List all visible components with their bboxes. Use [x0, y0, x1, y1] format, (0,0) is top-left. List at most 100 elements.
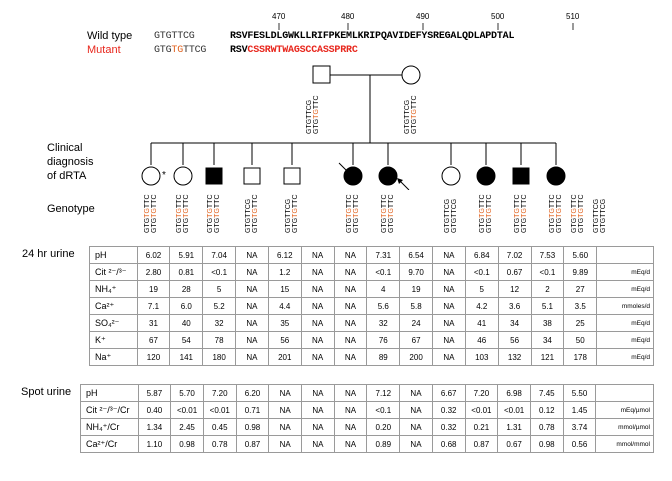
index-asterisk: * [162, 170, 166, 181]
table-cell: 24 [399, 314, 434, 332]
unit-cell [595, 384, 654, 402]
wild-type-dna: GTGTTCG [154, 31, 195, 42]
table-cell: 76 [366, 331, 401, 349]
table-cell: 6.98 [497, 384, 531, 402]
wild-type-protein: RSVFESLDLGWKLLRIFPKEMLKRIPQAVIDEFYSREGAL… [230, 31, 515, 42]
mutant-label: Mutant [87, 44, 121, 56]
table-cell: 5.8 [399, 297, 434, 315]
tick-label: 510 [566, 12, 580, 21]
table-cell: 201 [267, 348, 302, 366]
table-cell: 7.53 [530, 246, 565, 264]
pedigree: * [141, 65, 566, 190]
table-cell: NA [235, 331, 269, 349]
table-cell: NA [432, 263, 466, 281]
table-cell: 34 [530, 331, 565, 349]
table-cell: NA [235, 297, 269, 315]
row-label: pH [80, 384, 139, 402]
table-cell: <0.1 [366, 263, 401, 281]
row-label: Ca²⁺/Cr [80, 435, 139, 453]
table-cell: NA [333, 435, 368, 453]
table-cell: 12 [497, 280, 532, 298]
table-cell: 0.40 [137, 401, 172, 419]
table-cell: NA [333, 246, 368, 264]
table-cell: 32 [202, 314, 237, 332]
genotype-label: Genotype [47, 203, 95, 215]
tick-label: 470 [272, 12, 286, 21]
table-cell: NA [235, 246, 269, 264]
unit-cell: mEq/d [596, 314, 654, 332]
table-cell: 56 [497, 331, 532, 349]
sibling-male-affected [205, 167, 223, 185]
table-cell: <0.1 [464, 263, 499, 281]
unit-cell: mEq/d [596, 331, 654, 349]
mutant-protein: RSVCSSRWTWAGSCCASSPRRC [230, 45, 358, 56]
deceased-slash [338, 162, 358, 182]
table-cell: NA [333, 348, 368, 366]
table-cell: NA [399, 401, 433, 419]
table-cell: 3.6 [497, 297, 532, 315]
table-cell: 1.34 [137, 418, 172, 436]
table-cell: 32 [366, 314, 401, 332]
tick-label: 490 [416, 12, 430, 21]
table-cell: NA [333, 384, 368, 402]
table-cell: 46 [464, 331, 499, 349]
table-cell: 67 [399, 331, 434, 349]
table-cell: 5.60 [563, 246, 598, 264]
table-cell: 27 [563, 280, 598, 298]
table-cell: NA [399, 384, 433, 402]
urine24-title: 24 hr urine [22, 248, 75, 260]
sibling-female-affected [476, 166, 496, 186]
table-cell: 0.67 [497, 435, 531, 453]
table-cell: NA [333, 280, 368, 298]
table-cell: 67 [136, 331, 171, 349]
table-cell: 38 [530, 314, 565, 332]
table-cell: NA [333, 401, 368, 419]
table-cell: 41 [464, 314, 499, 332]
unit-cell: mEq/d [596, 280, 654, 298]
table-cell: 1.31 [497, 418, 531, 436]
table-cell: 34 [497, 314, 532, 332]
table-cell: <0.01 [202, 401, 237, 419]
table-cell: 0.32 [431, 401, 466, 419]
table-cell: 0.98 [170, 435, 204, 453]
table-cell: 56 [267, 331, 302, 349]
table-cell: NA [333, 297, 368, 315]
table-cell: 7.20 [202, 384, 237, 402]
table-cell: 5 [202, 280, 237, 298]
table-cell: NA [333, 263, 368, 281]
table-cell: 78 [202, 331, 237, 349]
unit-cell: mEq/d [596, 348, 654, 366]
table-cell: NA [300, 280, 335, 298]
table-cell: NA [268, 418, 303, 436]
table-cell: 3.5 [563, 297, 598, 315]
row-label: NH₄⁺ [89, 280, 138, 298]
table-cell: 9.70 [399, 263, 434, 281]
tick-label: 480 [341, 12, 355, 21]
table-cell: 6.12 [267, 246, 302, 264]
table-cell: 2 [530, 280, 565, 298]
table-cell: 5 [464, 280, 499, 298]
sibling-male-unaffected [283, 167, 301, 185]
table-cell: 0.78 [202, 435, 237, 453]
table-cell: 25 [563, 314, 598, 332]
row-label: K⁺ [89, 331, 138, 349]
row-label: SO₄²⁻ [89, 314, 138, 332]
table-cell: <0.1 [366, 401, 401, 419]
table-cell: 5.6 [366, 297, 401, 315]
table-cell: 54 [169, 331, 204, 349]
unit-cell: mmoles/d [596, 297, 654, 315]
table-cell: 0.71 [235, 401, 270, 419]
